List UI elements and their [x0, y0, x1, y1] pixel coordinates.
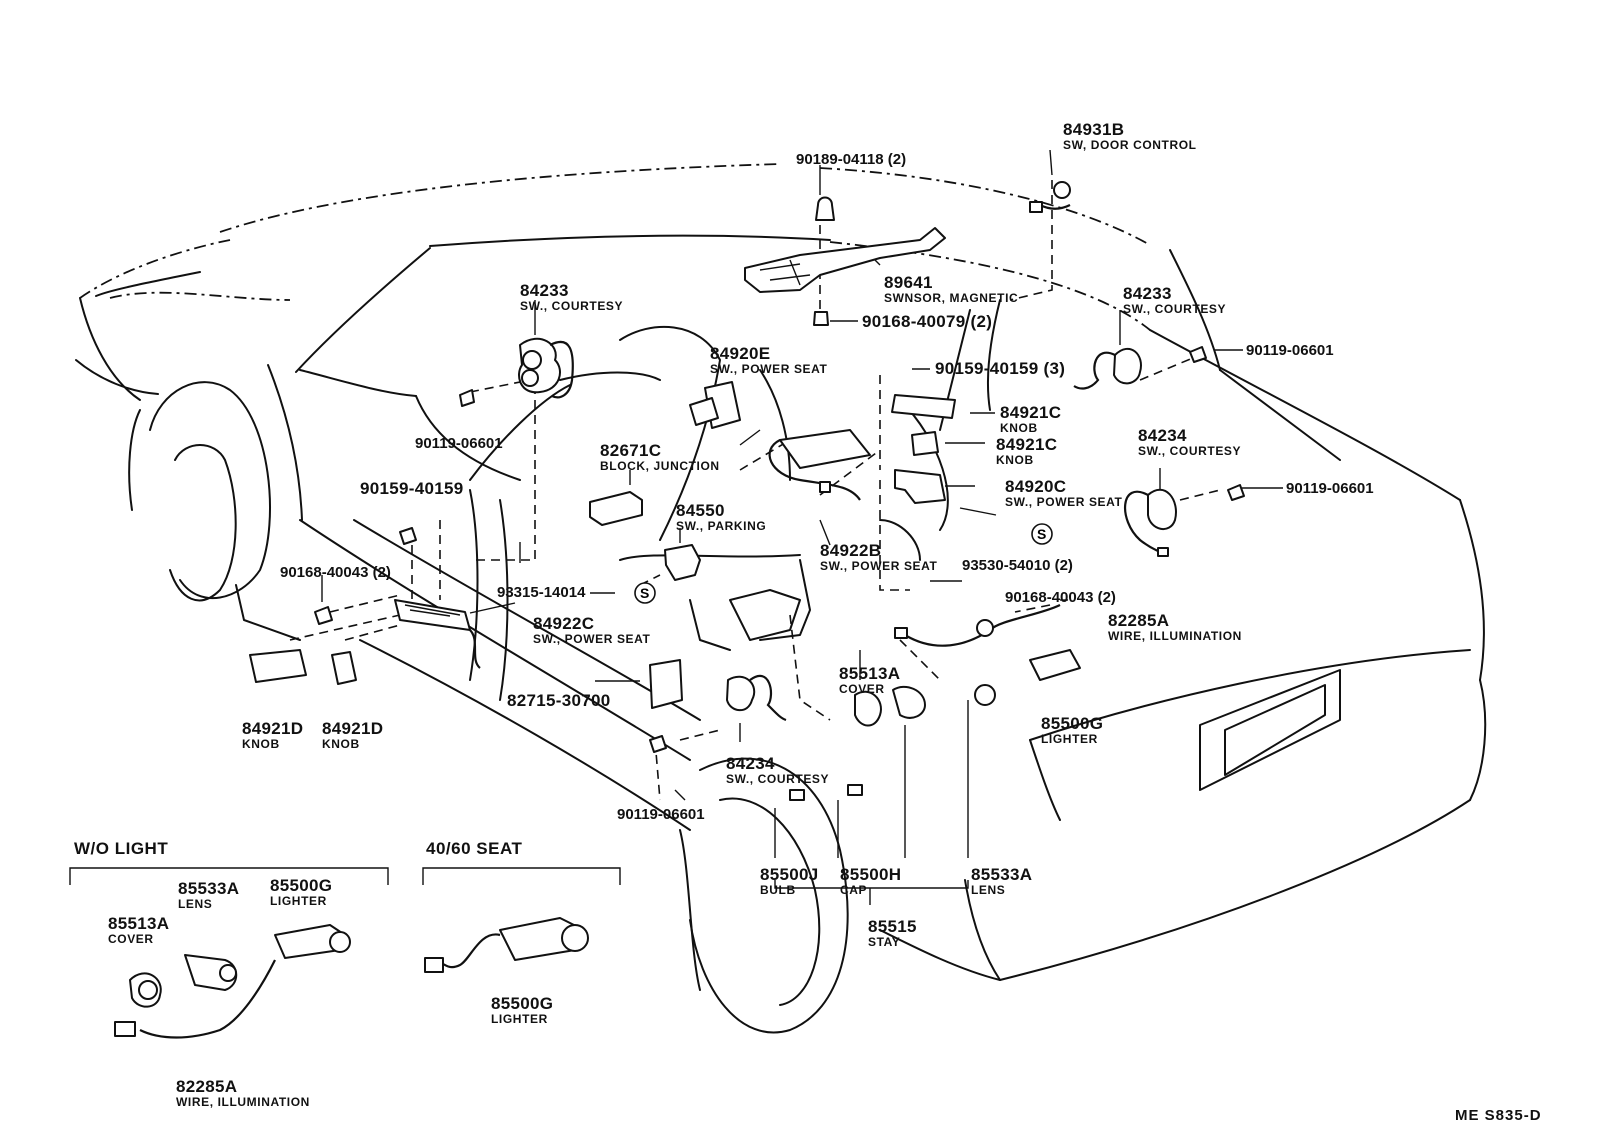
callout-84920C: 84920C SW., POWER SEAT — [1005, 477, 1123, 509]
callout-93315-14014: 93315-14014 — [497, 584, 586, 601]
inset-title-4060-seat: 40/60 SEAT — [426, 839, 523, 858]
callout-82285A: 82285A WIRE, ILLUMINATION — [1108, 611, 1242, 643]
inset-callout-85533A: 85533A LENS — [178, 879, 240, 911]
bracket-82715-part — [649, 659, 683, 709]
parking-switch-part — [664, 544, 701, 581]
callout-82715-30700: 82715-30700 — [507, 691, 611, 710]
callout-84922B: 84922B SW., POWER SEAT — [820, 541, 938, 573]
courtesy-switch-left-part — [459, 337, 574, 407]
callout-93530-54010: 93530-54010 (2) — [962, 557, 1073, 574]
callout-84234-center: 84234 SW., COURTESY — [726, 754, 830, 786]
callout-85500H: 85500H CAP — [840, 865, 902, 897]
screw-symbol-93315: S — [634, 582, 656, 604]
callout-90168-40079: 90168-40079 (2) — [862, 312, 993, 331]
callout-85513A: 85513A COVER — [839, 664, 901, 696]
inset-callout-82285A: 82285A WIRE, ILLUMINATION — [176, 1077, 310, 1109]
callout-85515: 85515 STAY — [868, 917, 917, 949]
lighter-assembly-parts — [789, 604, 1081, 801]
callout-90119-06601-right-top: 90119-06601 — [1246, 342, 1334, 359]
svg-text:S: S — [1037, 526, 1046, 542]
callout-89641: 89641 SWNSOR, MAGNETIC — [884, 273, 1019, 305]
courtesy-switch-right-parts — [1073, 346, 1245, 557]
callout-84920E: 84920E SW., POWER SEAT — [710, 344, 828, 376]
screw-symbol-93530: S — [1031, 523, 1053, 545]
inset-4060-seat-parts — [424, 917, 589, 973]
inset-callout-85513A: 85513A COVER — [108, 914, 170, 946]
callout-84921D-2: 84921D KNOB — [322, 719, 384, 751]
callout-84921C-2: 84921C KNOB — [996, 435, 1058, 467]
callout-90168-40043-left: 90168-40043 (2) — [280, 564, 391, 581]
callout-90119-06601-center: 90119-06601 — [617, 806, 705, 823]
inset-wo-light-parts — [114, 924, 351, 1039]
inset-brackets — [69, 867, 621, 885]
callout-90159-40159: 90159-40159 — [360, 479, 464, 498]
knob-84921C-parts — [891, 394, 956, 456]
svg-text:S: S — [640, 585, 649, 601]
inset-callout-85500G: 85500G LIGHTER — [270, 876, 333, 908]
callout-85500J: 85500J BULB — [760, 865, 819, 897]
callout-90168-40043-right: 90168-40043 (2) — [1005, 589, 1116, 606]
callout-84233-right: 84233 SW., COURTESY — [1123, 284, 1227, 316]
courtesy-switch-center-part — [649, 674, 787, 753]
callout-90119-06601-left: 90119-06601 — [415, 435, 503, 452]
door-control-switch-part — [1029, 181, 1071, 213]
callout-85500G: 85500G LIGHTER — [1041, 714, 1104, 746]
callout-85533A: 85533A LENS — [971, 865, 1033, 897]
callout-90159-40159-3: 90159-40159 (3) — [935, 359, 1066, 378]
callout-84921C-1: 84921C KNOB — [1000, 403, 1062, 435]
callout-84931B: 84931B SW, DOOR CONTROL — [1063, 120, 1197, 152]
callout-84921D-1: 84921D KNOB — [242, 719, 304, 751]
magnetic-sensor-part — [744, 196, 946, 326]
power-seat-switch-84920C-part — [894, 469, 946, 504]
callout-90189-04118: 90189-04118 (2) — [796, 151, 907, 168]
drawing-code: ME S835-D — [1455, 1107, 1542, 1124]
inset-title-wo-light: W/O LIGHT — [74, 839, 169, 858]
callout-84550: 84550 SW., PARKING — [676, 501, 767, 533]
callout-90119-06601-right-bottom: 90119-06601 — [1286, 480, 1374, 497]
power-seat-switch-84920E-part — [689, 381, 741, 429]
callout-84922C: 84922C SW., POWER SEAT — [533, 614, 651, 646]
power-seat-switch-84922B-part — [768, 429, 871, 501]
callout-84233-left: 84233 SW., COURTESY — [520, 281, 624, 313]
power-seat-switch-84922C-part — [314, 527, 481, 669]
junction-block-part — [589, 491, 643, 526]
inset-callout-85500G-4060: 85500G LIGHTER — [491, 994, 554, 1026]
callout-82671C: 82671C BLOCK, JUNCTION — [600, 441, 720, 473]
knob-84921D-parts — [249, 649, 357, 685]
callout-84234-right: 84234 SW., COURTESY — [1138, 426, 1242, 458]
